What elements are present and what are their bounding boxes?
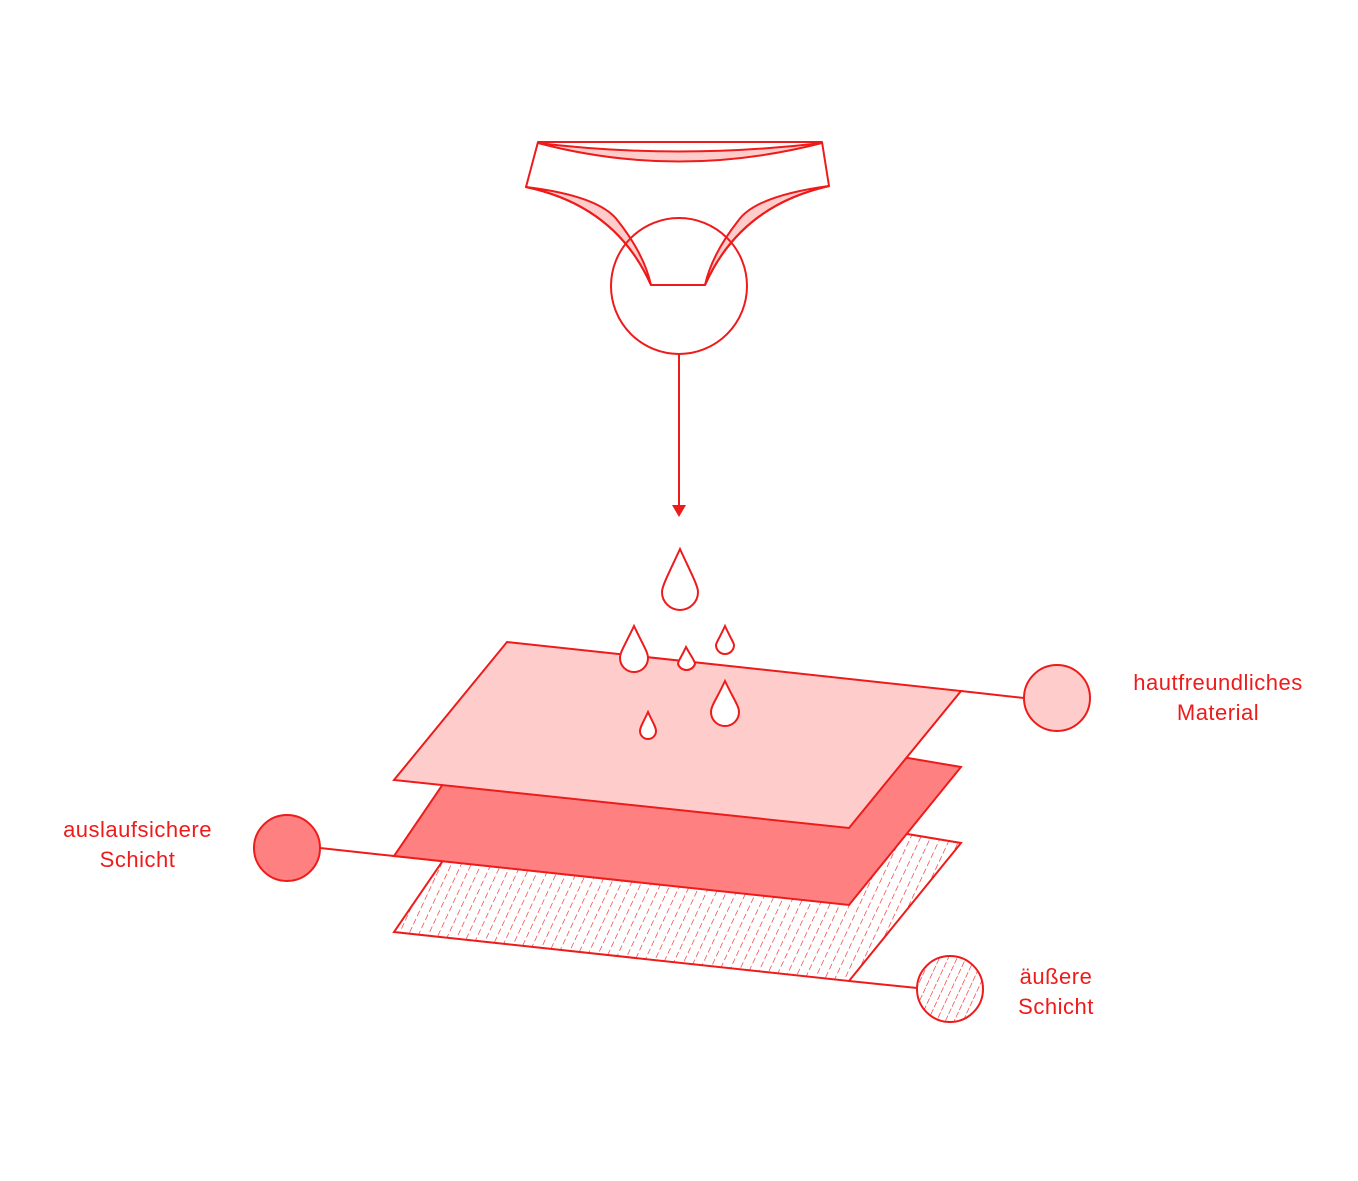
label-line: auslaufsichere (63, 817, 212, 842)
droplet-icon (714, 623, 736, 655)
droplet-icon (660, 546, 700, 611)
panty-icon (525, 141, 830, 286)
droplets (618, 546, 741, 740)
arrow-down-icon (672, 354, 686, 517)
droplet-icon (709, 678, 741, 727)
label-skin-friendly-material: hautfreundliches Material (1098, 668, 1338, 728)
skin-friendly-layer (392, 640, 963, 830)
connector-leak (319, 847, 395, 857)
legend-circle-leak (253, 814, 321, 882)
droplet-icon (676, 644, 697, 671)
connector-skin (960, 690, 1025, 699)
label-line: hautfreundliches (1133, 670, 1303, 695)
label-line: Schicht (1018, 994, 1094, 1019)
droplet-icon (638, 709, 658, 740)
droplet-icon (618, 623, 650, 673)
legend-circle-outer (916, 955, 984, 1023)
connector-outer (848, 980, 918, 989)
label-line: Material (1176, 700, 1260, 725)
label-leak-proof-layer: auslaufsichere Schicht (30, 815, 245, 875)
label-line: äußere (1019, 964, 1093, 989)
legend-circle-skin (1023, 664, 1091, 732)
label-line: Schicht (99, 847, 176, 872)
label-outer-layer: äußere Schicht (990, 962, 1122, 1022)
